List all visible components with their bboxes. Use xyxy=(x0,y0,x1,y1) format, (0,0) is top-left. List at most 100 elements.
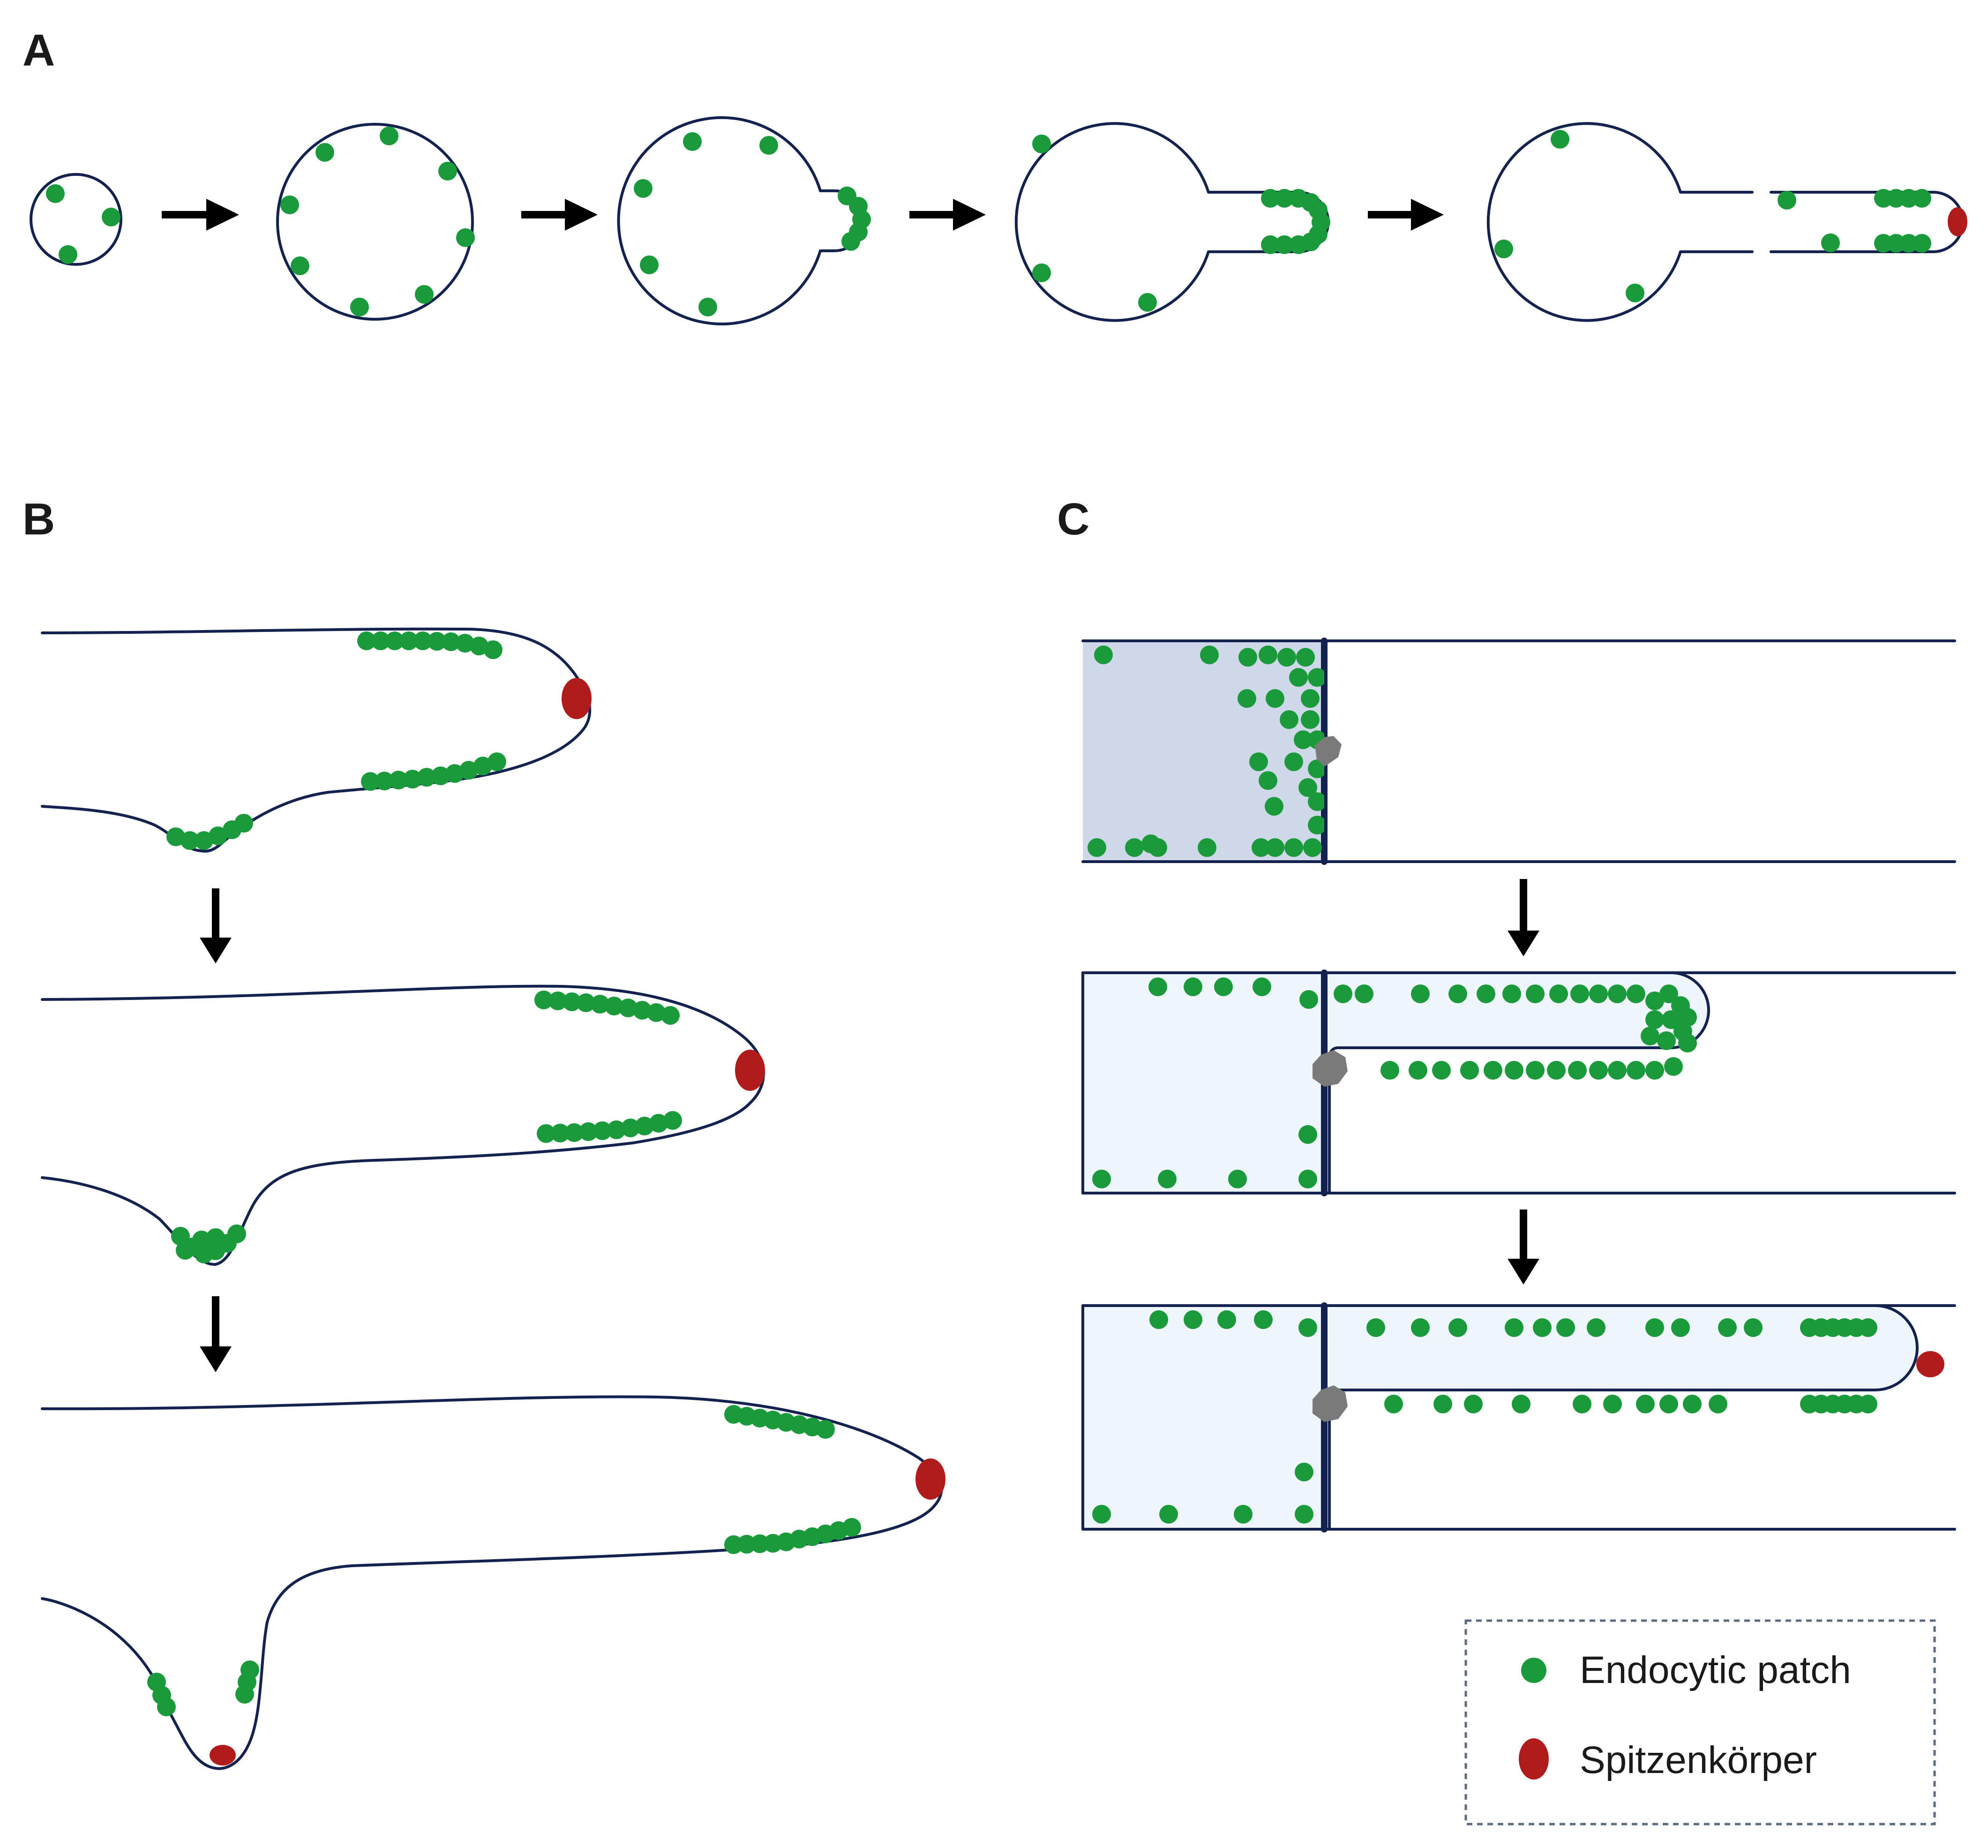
endocytic-patch xyxy=(102,208,120,226)
endocytic-patch xyxy=(1295,1505,1313,1524)
endocytic-patch xyxy=(1460,1061,1479,1080)
patches-c3 xyxy=(1092,1310,1877,1524)
endocytic-patch xyxy=(1659,984,1678,1003)
endocytic-patch xyxy=(166,827,185,846)
endocytic-patch xyxy=(438,162,457,180)
cytoplasm-c2 xyxy=(1081,971,1710,1194)
endocytic-patch xyxy=(1303,838,1322,857)
septal-pore-c3 xyxy=(1313,1385,1348,1422)
endocytic-patch xyxy=(1308,792,1324,811)
endocytic-patch xyxy=(1505,1061,1523,1080)
endocytic-patch xyxy=(1477,984,1495,1003)
endocytic-patch xyxy=(1253,977,1271,996)
endocytic-patch xyxy=(1608,1061,1627,1080)
patches-a1 xyxy=(46,184,120,264)
hypha-elongated xyxy=(1770,191,1965,253)
endocytic-patch xyxy=(1659,1395,1678,1413)
endocytic-patch xyxy=(417,768,436,787)
endocytic-patch xyxy=(1645,1061,1664,1080)
endocytic-patch xyxy=(1234,1505,1253,1524)
endocytic-patch xyxy=(209,826,227,845)
endocytic-patch xyxy=(1259,771,1277,790)
endocytic-patch xyxy=(1238,689,1256,708)
patches-a2 xyxy=(280,127,475,316)
endocytic-patch xyxy=(1587,1318,1605,1337)
endocytic-patch xyxy=(1718,1318,1737,1337)
endocytic-patch xyxy=(548,992,567,1010)
endocytic-patch xyxy=(1138,293,1157,312)
legend-spitzenkorper-swatch xyxy=(1519,1738,1549,1780)
panel-a xyxy=(30,116,1967,325)
endocytic-patch xyxy=(380,127,398,145)
endocytic-patch xyxy=(291,256,309,275)
endocytic-patch xyxy=(1261,189,1280,208)
endocytic-patch xyxy=(1678,1034,1697,1052)
endocytic-patch xyxy=(456,634,474,653)
endocytic-patch xyxy=(1433,1395,1452,1413)
endocytic-patch xyxy=(633,1001,652,1020)
endocytic-patch xyxy=(1301,710,1320,729)
endocytic-patch xyxy=(1411,984,1430,1003)
endocytic-patch xyxy=(1494,240,1513,258)
endocytic-patch xyxy=(634,179,653,198)
endocytic-patch xyxy=(635,1117,654,1135)
legend-patch-swatch xyxy=(1521,1658,1546,1683)
endocytic-patch xyxy=(1432,1061,1451,1080)
endocytic-patch xyxy=(724,1535,743,1554)
panel-label-c: C xyxy=(1057,494,1089,544)
patches-c2 xyxy=(1092,977,1697,1188)
septal-pore-c1 xyxy=(1315,736,1342,766)
endocytic-patch xyxy=(1265,797,1283,816)
endocytic-patch xyxy=(640,255,659,274)
legend: Endocytic patch Spitzenkörper xyxy=(1464,1619,1936,1825)
endocytic-patch xyxy=(350,298,369,316)
patches-a4 xyxy=(1032,135,1330,312)
patches-b2 xyxy=(171,991,682,1263)
endocytic-patch xyxy=(192,1231,211,1249)
endocytic-patch xyxy=(413,631,432,650)
spore-germ-tube xyxy=(1014,122,1330,322)
endocytic-patch xyxy=(698,298,717,316)
endocytic-patch xyxy=(1148,838,1167,857)
endocytic-patch xyxy=(1259,646,1277,664)
endocytic-patch xyxy=(1859,1318,1877,1337)
endocytic-patch xyxy=(1645,992,1664,1010)
endocytic-patch xyxy=(1570,984,1589,1003)
endocytic-patch xyxy=(361,772,380,791)
endocytic-patch xyxy=(579,1122,598,1141)
septal-pore-c2 xyxy=(1313,1050,1348,1087)
endocytic-patch xyxy=(607,1120,626,1139)
spore-elongated xyxy=(1486,122,1754,322)
endocytic-patch xyxy=(1249,752,1268,771)
endocytic-patch xyxy=(1608,984,1627,1003)
endocytic-patch xyxy=(1334,984,1352,1003)
endocytic-patch xyxy=(357,631,376,650)
endocytic-patch xyxy=(1821,233,1840,252)
endocytic-patch xyxy=(442,632,460,651)
endocytic-patch xyxy=(1526,984,1545,1003)
endocytic-patch xyxy=(1149,1310,1168,1329)
endocytic-patch xyxy=(1662,1010,1680,1029)
endocytic-patch xyxy=(1627,984,1645,1003)
endocytic-patch xyxy=(1603,1395,1622,1413)
panel-b xyxy=(41,627,945,1770)
endocytic-patch xyxy=(428,632,446,651)
legend-box xyxy=(1464,1619,1936,1825)
endocytic-patch xyxy=(1641,1027,1659,1045)
endocytic-patch xyxy=(1088,838,1106,857)
endocytic-patch xyxy=(1526,1061,1545,1080)
panel-label-b: B xyxy=(23,494,55,544)
endocytic-patch xyxy=(1198,838,1216,857)
spitzenkorper-c3 xyxy=(1916,1351,1944,1377)
endocytic-patch xyxy=(1254,1310,1273,1329)
hypha-b1 xyxy=(41,627,592,853)
endocytic-patch xyxy=(1284,838,1303,857)
legend-spitzenkorper-label: Spitzenkörper xyxy=(1580,1739,1817,1781)
endocytic-patch xyxy=(1671,1318,1690,1337)
endocytic-patch xyxy=(445,764,464,783)
endocytic-patch xyxy=(1214,977,1233,996)
endocytic-patch xyxy=(1380,1061,1399,1080)
endocytic-patch xyxy=(1294,730,1313,749)
endocytic-patch xyxy=(1308,816,1324,834)
